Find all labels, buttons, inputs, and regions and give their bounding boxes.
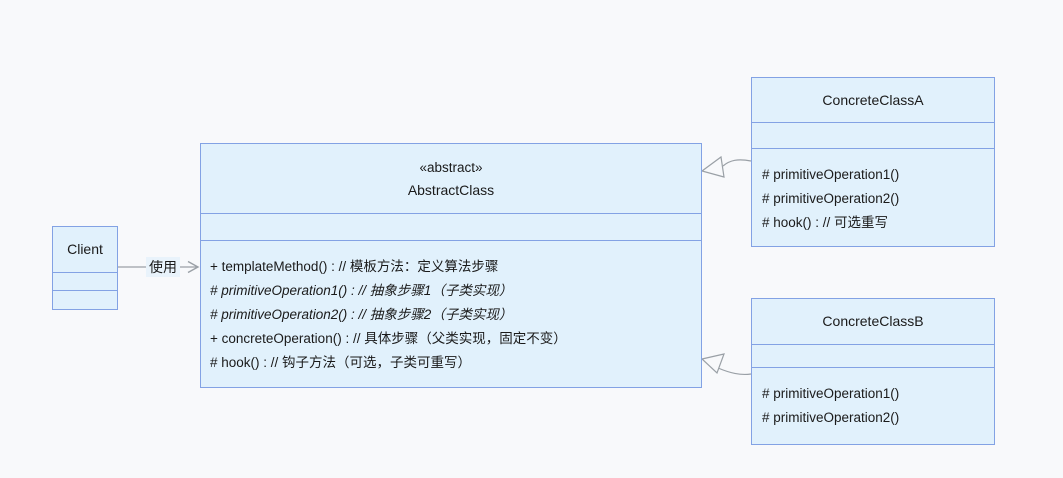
method-line: # primitiveOperation1() : // 抽象步骤1（子类实现） [210, 283, 513, 298]
client-header: Client [53, 227, 117, 272]
method-line: # primitiveOperation1() [762, 167, 900, 182]
class-name: ConcreteClassA [822, 91, 924, 108]
method-line: + templateMethod() : // 模板方法：定义算法步骤 [210, 259, 499, 274]
concreteclassb-header: ConcreteClassB [752, 299, 994, 344]
concreteclassa-attributes-empty [752, 122, 994, 148]
class-node-abstractclass: «abstract» AbstractClass + templateMetho… [200, 143, 702, 388]
client-attributes-empty [53, 272, 117, 290]
class-node-concreteclassa: ConcreteClassA # primitiveOperation1() #… [751, 77, 995, 247]
edge-label-use: 使用 [146, 257, 180, 277]
abstractclass-header: «abstract» AbstractClass [201, 144, 701, 213]
abstractclass-operations: + templateMethod() : // 模板方法：定义算法步骤 # pr… [201, 240, 701, 385]
method-line: # primitiveOperation2() : // 抽象步骤2（子类实现） [210, 307, 513, 322]
class-node-client: Client [52, 226, 118, 310]
method-line: # primitiveOperation1() [762, 386, 900, 401]
inheritance-edge-b [717, 367, 752, 375]
class-name: Client [67, 241, 103, 257]
class-name: ConcreteClassB [822, 313, 924, 329]
stereotype-label: «abstract» [419, 159, 483, 175]
open-arrowhead-icon [187, 260, 200, 274]
concreteclassa-header: ConcreteClassA [752, 78, 994, 122]
concreteclassb-attributes-empty [752, 344, 994, 367]
abstractclass-attributes-empty [201, 213, 701, 240]
class-name: AbstractClass [407, 181, 495, 198]
method-line: # primitiveOperation2() [762, 410, 900, 425]
class-node-concreteclassb: ConcreteClassB # primitiveOperation1() #… [751, 298, 995, 445]
inheritance-triangle-icon [700, 155, 725, 178]
inheritance-triangle-icon [700, 353, 725, 375]
method-line: + concreteOperation() : // 具体步骤（父类实现，固定不… [210, 331, 567, 346]
concreteclassa-operations: # primitiveOperation1() # primitiveOpera… [752, 148, 994, 245]
client-operations-empty [53, 290, 117, 308]
concreteclassb-operations: # primitiveOperation1() # primitiveOpera… [752, 367, 994, 443]
inheritance-edge-a [722, 159, 752, 167]
method-line: # primitiveOperation2() [762, 191, 900, 206]
method-line: # hook() : // 可选重写 [762, 215, 889, 230]
method-line: # hook() : // 钩子方法（可选，子类可重写） [210, 355, 472, 370]
